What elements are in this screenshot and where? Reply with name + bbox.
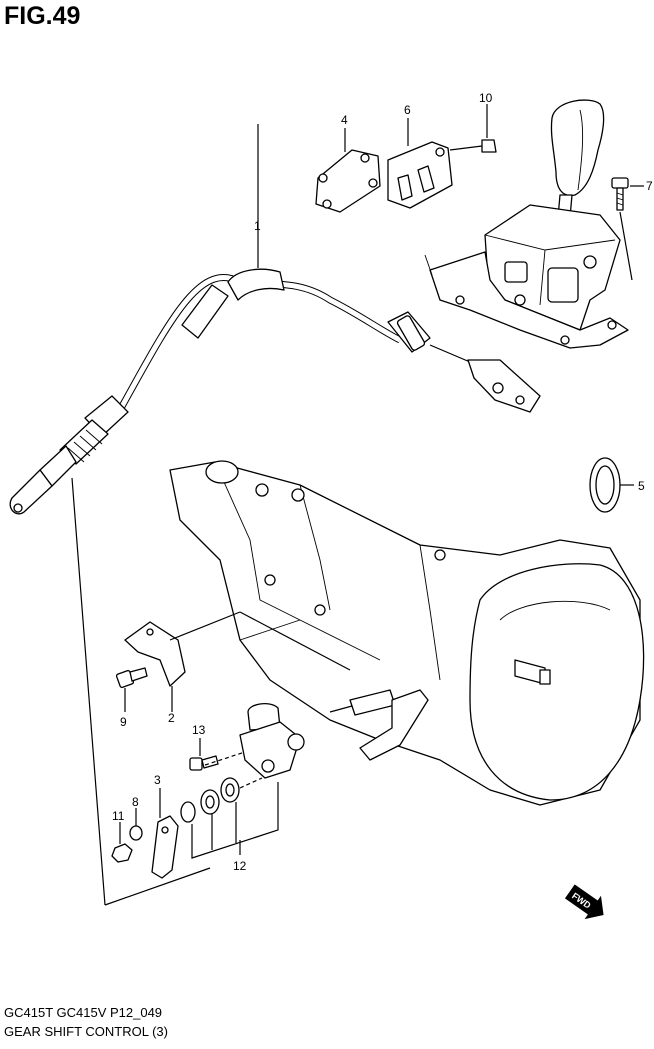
callout-1: 1 [254,219,261,233]
fwd-direction-badge: FWD [564,884,604,920]
figure-name: GEAR SHIFT CONTROL (3) [4,1024,168,1039]
lever-3[interactable] [151,815,179,879]
screw-10[interactable] [449,139,497,153]
model-code: GC415T GC415V P12_049 [4,1005,163,1020]
callout-11: 11 [112,809,125,823]
callout-4: 4 [341,113,348,127]
bracket-2[interactable] [124,621,186,687]
callout-5: 5 [638,479,645,493]
callout-12: 12 [233,859,247,873]
bolt-13[interactable] [189,755,219,771]
shift-lever-assembly[interactable] [424,99,629,349]
washer-8[interactable] [129,825,143,841]
cover-plate-4[interactable] [315,149,381,213]
selector-switch-assembly[interactable] [239,702,305,779]
callout-9: 9 [120,715,127,729]
bolt-9[interactable] [115,667,148,689]
shift-cable-1[interactable] [9,268,541,515]
callout-6: 6 [404,103,411,117]
callout-8: 8 [132,795,139,809]
grommet-5[interactable] [589,457,621,513]
leader-lines [71,104,644,906]
callout-3: 3 [154,773,161,787]
bracket-6[interactable] [387,141,453,209]
callout-7: 7 [646,179,653,193]
nut-11[interactable] [111,843,133,863]
transmission-case [169,460,645,806]
figure-title: FIG.49 [4,2,81,30]
callout-labels: 1 2 3 4 5 6 7 8 9 10 11 12 13 [112,91,653,873]
callout-13: 13 [192,723,206,737]
callout-2: 2 [168,711,175,725]
washer-set-12[interactable] [180,777,240,823]
bolt-7[interactable] [611,177,633,281]
callout-10: 10 [479,91,493,105]
